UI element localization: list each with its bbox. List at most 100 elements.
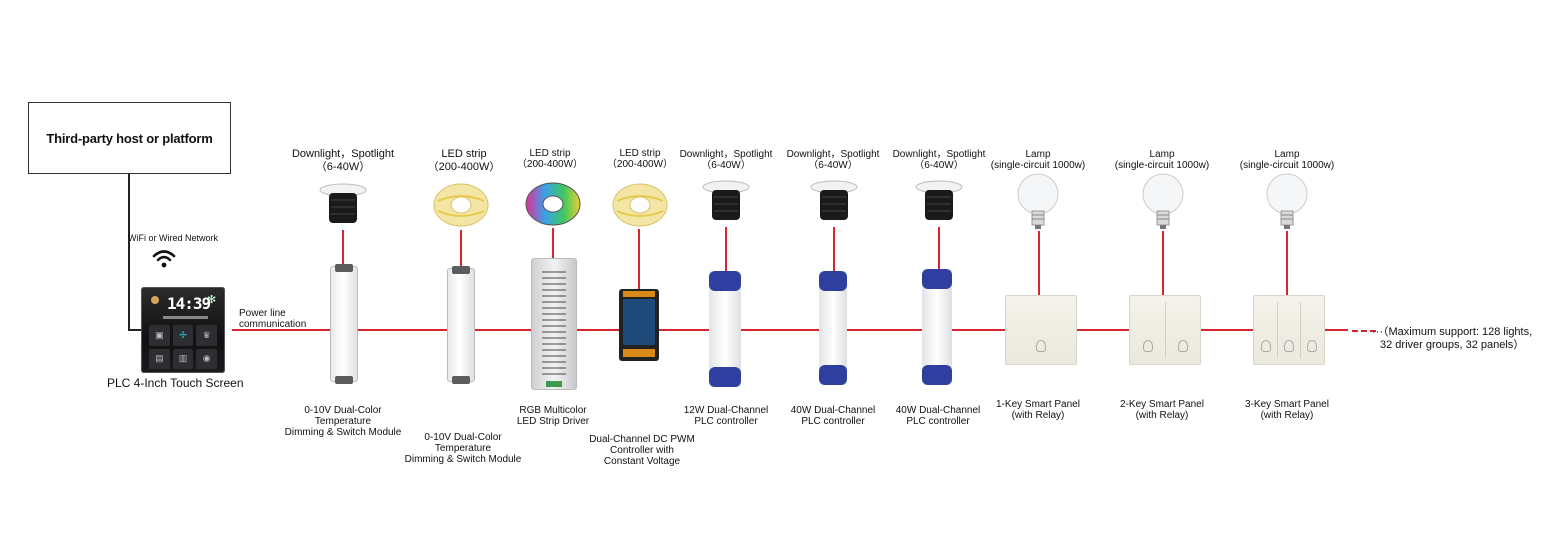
link-line-9	[1162, 231, 1164, 295]
load-label-9-line1: Lamp	[1149, 149, 1175, 160]
link-line-7	[938, 227, 940, 269]
bulb-icon: ◉	[196, 348, 217, 369]
third-party-host-box: Third-party host or platform	[28, 102, 231, 174]
screen-tile-icon: ▥	[172, 348, 194, 369]
load-label-1-line2: （6-40W）	[315, 161, 371, 173]
driver-label-6-line2: PLC controller	[801, 416, 865, 427]
driver-label-4-line1: Dual-Channel DC PWM	[589, 434, 695, 445]
load-label-1: Downlight，Spotlight （6-40W）	[285, 148, 401, 174]
screen-tile-icon: ▤	[149, 348, 170, 369]
rgb-led-strip-image-3	[524, 180, 582, 228]
downlight-image-6	[809, 177, 859, 227]
link-line-6	[833, 227, 835, 271]
link-line-8	[1038, 231, 1040, 295]
driver-label-9-line2: (with Relay)	[1135, 410, 1189, 421]
fan-icon: ✢	[172, 325, 194, 346]
driver-label-8-line1: 1-Key Smart Panel	[996, 399, 1080, 410]
max-support-line2: 32 driver groups, 32 panels）	[1380, 339, 1525, 351]
load-label-9-line2: (single-circuit 1000w)	[1114, 160, 1210, 171]
load-label-8-line1: Lamp	[1025, 149, 1051, 160]
driver-label-10-line1: 3-Key Smart Panel	[1245, 399, 1329, 410]
max-support-note: ···（Maximum support: 128 lights, 32 driv…	[1372, 326, 1532, 352]
link-line-10	[1286, 231, 1288, 295]
load-label-3: LED strip （200-400W）	[500, 148, 600, 170]
load-label-4: LED strip （200-400W）	[590, 148, 690, 170]
load-label-7-line1: Downlight，Spotlight	[892, 149, 986, 160]
wifi-icon	[152, 249, 176, 274]
link-line-5	[725, 227, 727, 271]
load-label-5-line1: Downlight，Spotlight	[679, 149, 773, 160]
driver-module-2	[447, 266, 475, 384]
load-label-1-line1: Downlight，Spotlight	[291, 148, 395, 160]
driver-label-7-line1: 40W Dual-Channel	[895, 405, 981, 416]
driver-label-9-line1: 2-Key Smart Panel	[1120, 399, 1204, 410]
bus-continuation	[1352, 330, 1376, 332]
power-line-bus	[232, 329, 1348, 331]
load-label-10-line1: Lamp	[1274, 149, 1300, 160]
driver-module-6	[819, 271, 847, 385]
touch-screen-label: PLC 4-Inch Touch Screen	[107, 376, 244, 390]
screen-info-bar	[163, 316, 208, 319]
link-line-2	[460, 230, 462, 268]
load-label-2: LED strip （200-400W）	[406, 148, 522, 174]
driver-label-7-line2: PLC controller	[906, 416, 970, 427]
driver-label-3: RGB Multicolor LED Strip Driver	[500, 405, 606, 427]
lamp-bulb-image-9	[1141, 173, 1185, 231]
driver-label-9: 2-Key Smart Panel (with Relay)	[1106, 399, 1218, 421]
driver-label-2: 0-10V Dual-Color Temperature Dimming & S…	[393, 432, 533, 465]
load-label-10-line2: (single-circuit 1000w)	[1239, 160, 1335, 171]
driver-label-3-line2: LED Strip Driver	[516, 416, 590, 427]
downlight-image-5	[701, 177, 751, 227]
led-strip-image-4	[611, 181, 669, 229]
load-label-6-line1: Downlight，Spotlight	[786, 149, 880, 160]
driver-label-4: Dual-Channel DC PWM Controller with Cons…	[583, 434, 701, 467]
bus-label-line1: Power line	[239, 308, 286, 319]
load-label-6: Downlight，Spotlight （6-40W）	[779, 149, 887, 171]
network-label: WiFi or Wired Network	[128, 233, 219, 243]
link-line-3	[552, 228, 554, 258]
driver-label-5: 12W Dual-Channel PLC controller	[672, 405, 780, 427]
load-label-10: Lamp (single-circuit 1000w)	[1231, 149, 1343, 171]
bus-label-line2: communication	[239, 319, 307, 330]
lamp-bulb-image-8	[1016, 173, 1060, 231]
screen-status-dot	[151, 296, 159, 304]
load-label-9: Lamp (single-circuit 1000w)	[1106, 149, 1218, 171]
smart-panel-3-key	[1253, 295, 1325, 365]
load-label-8: Lamp (single-circuit 1000w)	[982, 149, 1094, 171]
screen-button-grid: ▣ ✢ ♛ ▤ ▥ ◉	[149, 325, 217, 369]
driver-module-7	[922, 269, 952, 385]
load-label-7-line2: （6-40W）	[914, 160, 964, 171]
led-strip-image-2	[432, 181, 490, 229]
driver-label-1-line1: 0-10V Dual-Color	[304, 405, 382, 416]
max-support-line1: ···（Maximum support: 128 lights,	[1372, 326, 1533, 338]
driver-module-3	[531, 258, 577, 390]
load-label-4-line1: LED strip	[619, 148, 661, 159]
screen-tile-icon: ▣	[149, 325, 170, 346]
crown-icon: ♛	[196, 325, 217, 346]
load-label-5: Downlight，Spotlight （6-40W）	[672, 149, 780, 171]
load-label-6-line2: （6-40W）	[808, 160, 858, 171]
smart-panel-1-key	[1005, 295, 1077, 365]
driver-label-1-line3: Dimming & Switch Module	[284, 427, 402, 438]
driver-label-7: 40W Dual-Channel PLC controller	[884, 405, 992, 427]
load-label-2-line1: LED strip	[441, 148, 487, 160]
driver-label-1: 0-10V Dual-Color Temperature Dimming & S…	[274, 405, 412, 438]
lamp-bulb-image-10	[1265, 173, 1309, 231]
load-label-7: Downlight，Spotlight （6-40W）	[885, 149, 993, 171]
load-label-5-line2: （6-40W）	[701, 160, 751, 171]
driver-label-2-line3: Dimming & Switch Module	[404, 454, 522, 465]
driver-label-6: 40W Dual-Channel PLC controller	[779, 405, 887, 427]
load-label-3-line2: （200-400W）	[516, 159, 584, 170]
driver-module-4	[619, 289, 659, 361]
downlight-image-7	[914, 177, 964, 227]
driver-label-10: 3-Key Smart Panel (with Relay)	[1231, 399, 1343, 421]
network-link-elbow	[128, 329, 142, 331]
driver-label-2-line2: Temperature	[434, 443, 492, 454]
downlight-image-1	[318, 180, 368, 230]
link-line-4	[638, 229, 640, 289]
driver-label-10-line2: (with Relay)	[1260, 410, 1314, 421]
load-label-8-line2: (single-circuit 1000w)	[990, 160, 1086, 171]
driver-module-5	[709, 271, 741, 387]
driver-label-4-line2: Controller with	[610, 445, 674, 456]
driver-label-3-line1: RGB Multicolor	[519, 405, 587, 416]
